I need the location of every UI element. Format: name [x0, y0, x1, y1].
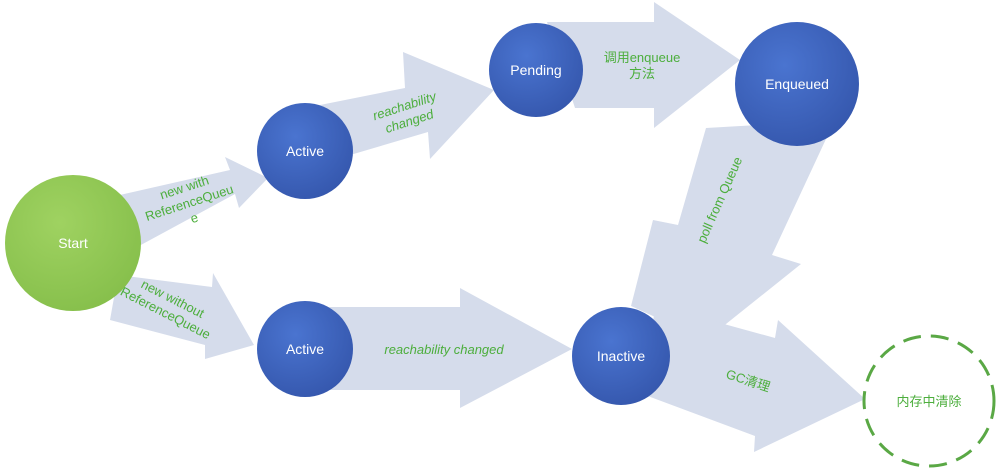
label-active-bottom-to-inactive: reachability changed [384, 342, 504, 357]
svg-text:调用enqueue: 调用enqueue [604, 50, 681, 65]
node-inactive-label: Inactive [597, 348, 645, 364]
node-pending: Pending [489, 23, 583, 117]
label-pending-to-enqueued: 调用enqueue 方法 [604, 50, 681, 81]
arrow-active-top-to-pending [305, 52, 494, 159]
arrow-start-to-active-bottom [110, 273, 254, 359]
arrow-inactive-to-cleared [645, 305, 865, 452]
arrow-pending-to-enqueued [547, 2, 740, 128]
node-pending-label: Pending [510, 62, 561, 78]
node-enqueued: Enqueued [735, 22, 859, 146]
node-start: Start [5, 175, 141, 311]
node-active-bottom-label: Active [286, 341, 324, 357]
node-active-top-label: Active [286, 143, 324, 159]
svg-text:e: e [188, 210, 200, 227]
node-active-top: Active [257, 103, 353, 199]
node-start-label: Start [58, 235, 88, 251]
arrow-active-bottom-to-inactive [328, 288, 572, 408]
node-cleared: 内存中清除 [862, 334, 996, 468]
node-inactive: Inactive [572, 307, 670, 405]
node-cleared-label: 内存中清除 [896, 394, 961, 409]
svg-text:方法: 方法 [629, 66, 655, 81]
arrow-start-to-active-top [120, 157, 268, 253]
node-enqueued-label: Enqueued [765, 76, 829, 92]
arrow-enqueued-to-inactive [631, 125, 826, 340]
node-active-bottom: Active [257, 301, 353, 397]
